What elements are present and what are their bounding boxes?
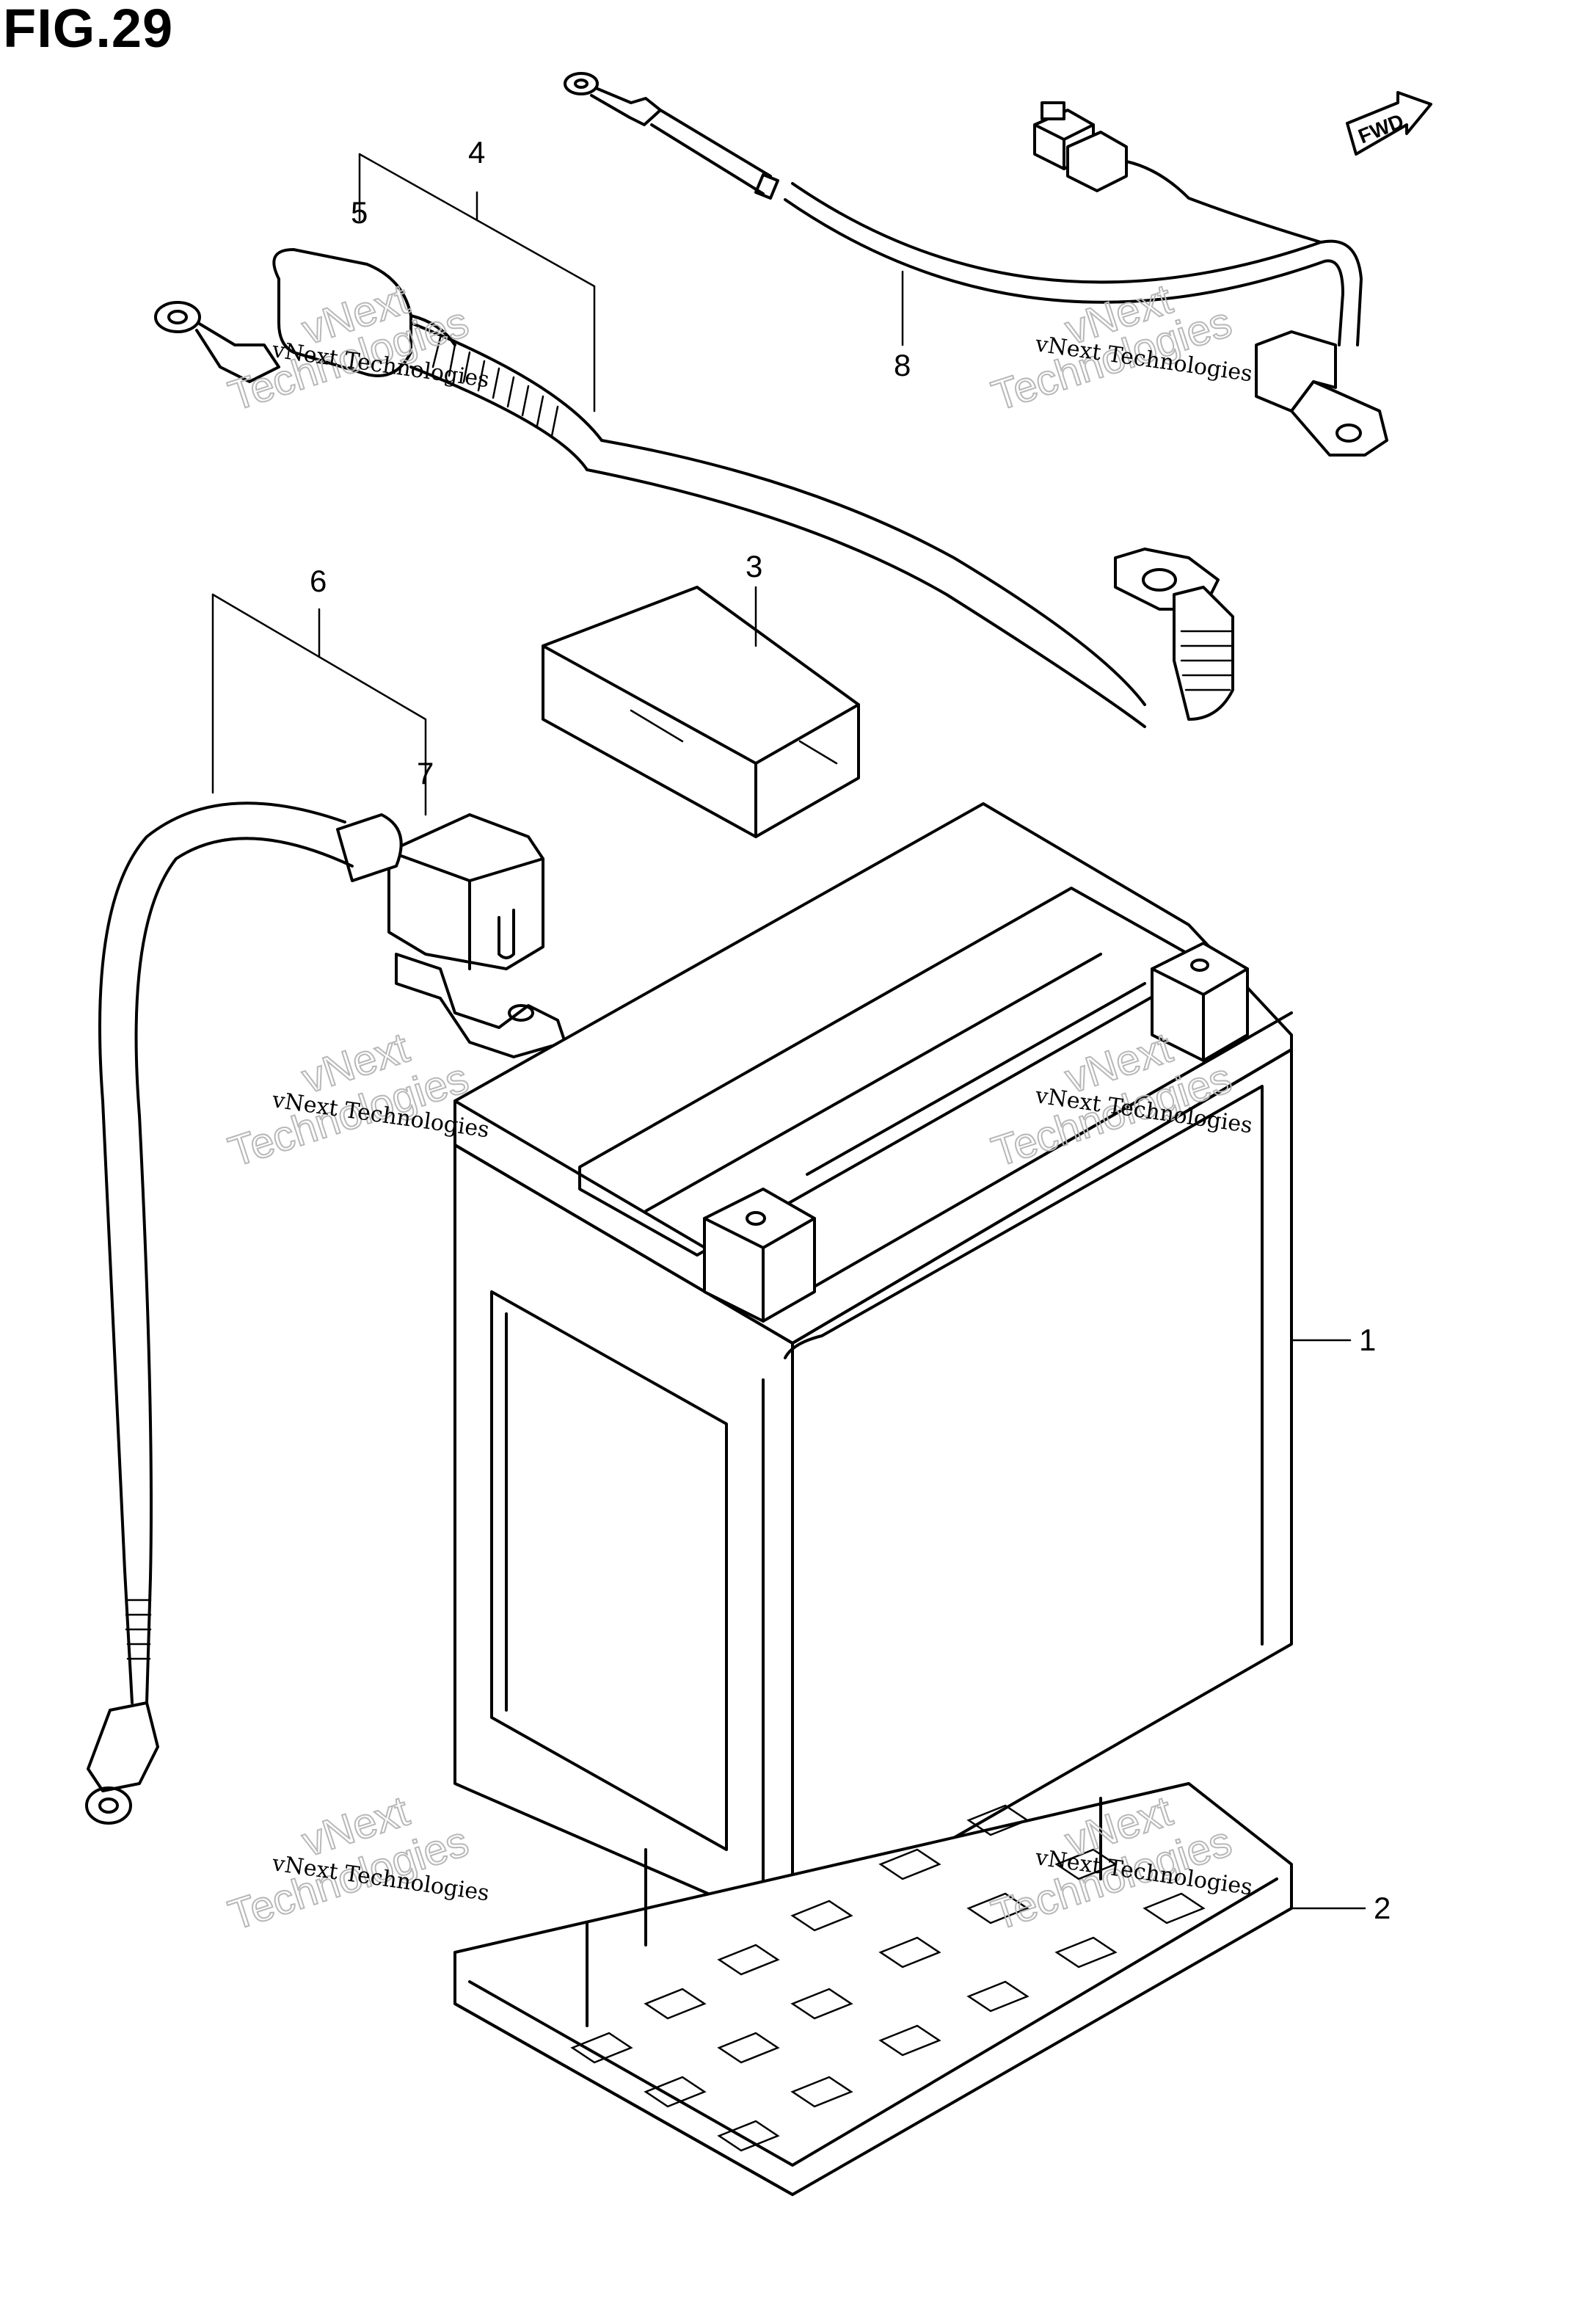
callout-6: 6 bbox=[310, 564, 327, 598]
part-8-harness bbox=[564, 72, 1388, 457]
part-1-battery bbox=[453, 802, 1352, 1932]
part-6-cable bbox=[85, 801, 566, 1825]
callout-2: 2 bbox=[1374, 1891, 1391, 1925]
part-7-cover bbox=[387, 813, 544, 970]
part-3-block bbox=[542, 586, 860, 838]
callout-1: 1 bbox=[1359, 1323, 1376, 1357]
callout-leaders bbox=[211, 153, 904, 816]
part-4-cable bbox=[154, 248, 1234, 728]
callout-labels: 4 5 8 3 6 7 1 2 bbox=[310, 135, 1391, 1925]
watermark-bottom-left: Technologies vNext vNext Technologies bbox=[222, 1786, 491, 1941]
figure-title: FIG.29 bbox=[3, 0, 174, 59]
callout-7: 7 bbox=[417, 756, 434, 790]
watermark-top-left: Technologies vNext vNext Technologies bbox=[222, 275, 491, 421]
part-2-tray bbox=[453, 1782, 1366, 2196]
callout-3: 3 bbox=[746, 549, 762, 584]
watermark-mid-left: Technologies vNext vNext Technologies bbox=[222, 1023, 491, 1177]
callout-5: 5 bbox=[351, 195, 368, 230]
callout-8: 8 bbox=[894, 348, 911, 382]
fwd-arrow-icon: FWD bbox=[1346, 91, 1432, 156]
callout-4: 4 bbox=[468, 135, 485, 170]
